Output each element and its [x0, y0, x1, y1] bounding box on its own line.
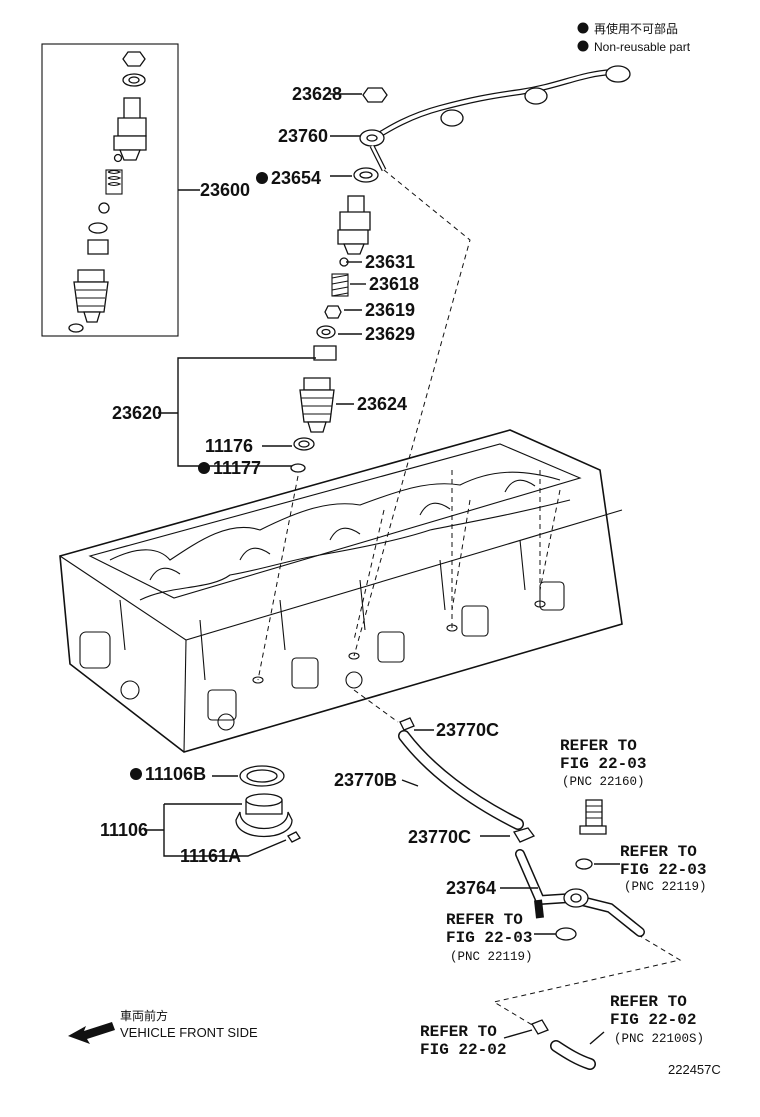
label-23619: 23619 [365, 300, 415, 320]
injection-pipe-drawing [359, 65, 631, 172]
label-23628: 23628 [292, 84, 342, 104]
label-23600: 23600 [200, 180, 250, 200]
ref-pnc: (PNC 22160) [562, 775, 645, 789]
assembly-frame [41, 43, 179, 337]
label-23629: 23629 [365, 324, 415, 344]
return-hose-drawing [531, 1019, 605, 1070]
ref-line1: REFER TO [560, 737, 637, 755]
ref-line2: FIG 22-03 [620, 861, 706, 879]
label-23770c-top: 23770C [436, 720, 499, 740]
label-23764: 23764 [446, 878, 496, 898]
label-23654: 23654 [271, 168, 321, 188]
front-jp-text: 車両前方 [120, 1008, 168, 1023]
label-23770c-bottom: 23770C [408, 827, 471, 847]
oil-filler-drawing [235, 765, 301, 843]
label-23770b: 23770B [334, 770, 397, 790]
ref-line1: REFER TO [420, 1023, 497, 1041]
label-23618: 23618 [369, 274, 419, 294]
union-pipe-drawing [515, 799, 645, 941]
cylinder-head-drawing [59, 429, 623, 753]
ref-line1: REFER TO [446, 911, 523, 929]
ref-line2: FIG 22-02 [420, 1041, 506, 1059]
figure-code: 222457C [668, 1062, 721, 1077]
ref-note-22119-a: REFER TO FIG 22-03 (PNC 22119) [594, 843, 707, 894]
nut-23628-drawing [362, 87, 388, 103]
ref-line2: FIG 22-02 [610, 1011, 696, 1029]
label-23631: 23631 [365, 252, 415, 272]
ref-note-22100s: REFER TO FIG 22-02 (PNC 22100S) [610, 993, 704, 1046]
ref-note-22-02: REFER TO FIG 22-02 [420, 1023, 533, 1059]
non-reusable-dot-icon [130, 768, 142, 780]
ref-pnc: (PNC 22119) [450, 950, 533, 964]
label-23624: 23624 [357, 394, 407, 414]
label-23620: 23620 [112, 403, 162, 423]
label-23760: 23760 [278, 126, 328, 146]
label-11177: 11177 [213, 458, 261, 478]
non-reusable-dot-icon [256, 172, 268, 184]
non-reusable-dot-icon [577, 40, 589, 52]
ref-pnc: (PNC 22100S) [614, 1032, 704, 1046]
arrow-left-icon [68, 1022, 115, 1044]
label-11176: 11176 [205, 436, 253, 456]
ref-note-22119-b: REFER TO FIG 22-03 (PNC 22119) [446, 911, 556, 964]
non-reusable-dot-icon [577, 22, 589, 34]
legend-en-text: Non-reusable part [594, 40, 691, 54]
label-11106b: 11106B [145, 764, 206, 784]
non-reusable-dot-icon [198, 462, 210, 474]
label-11161a: 11161A [180, 846, 241, 866]
injector-assembly-drawing [68, 51, 147, 333]
ref-line1: REFER TO [620, 843, 697, 861]
ref-pnc: (PNC 22119) [624, 880, 707, 894]
ref-note-22160: REFER TO FIG 22-03 (PNC 22160) [560, 737, 646, 789]
injector-assembly-box [41, 43, 179, 337]
legend-jp-text: 再使用不可部品 [594, 21, 678, 36]
ref-line2: FIG 22-03 [560, 755, 646, 773]
ref-line1: REFER TO [610, 993, 687, 1011]
label-11106: 11106 [100, 820, 148, 840]
front-en-text: VEHICLE FRONT SIDE [120, 1025, 258, 1040]
injector-exploded-drawing [290, 195, 371, 473]
legend: 再使用不可部品 Non-reusable part [577, 21, 691, 54]
vehicle-front-marker: 車両前方 VEHICLE FRONT SIDE [68, 1008, 258, 1044]
ref-line2: FIG 22-03 [446, 929, 532, 947]
leakage-hose-drawing [398, 717, 536, 843]
